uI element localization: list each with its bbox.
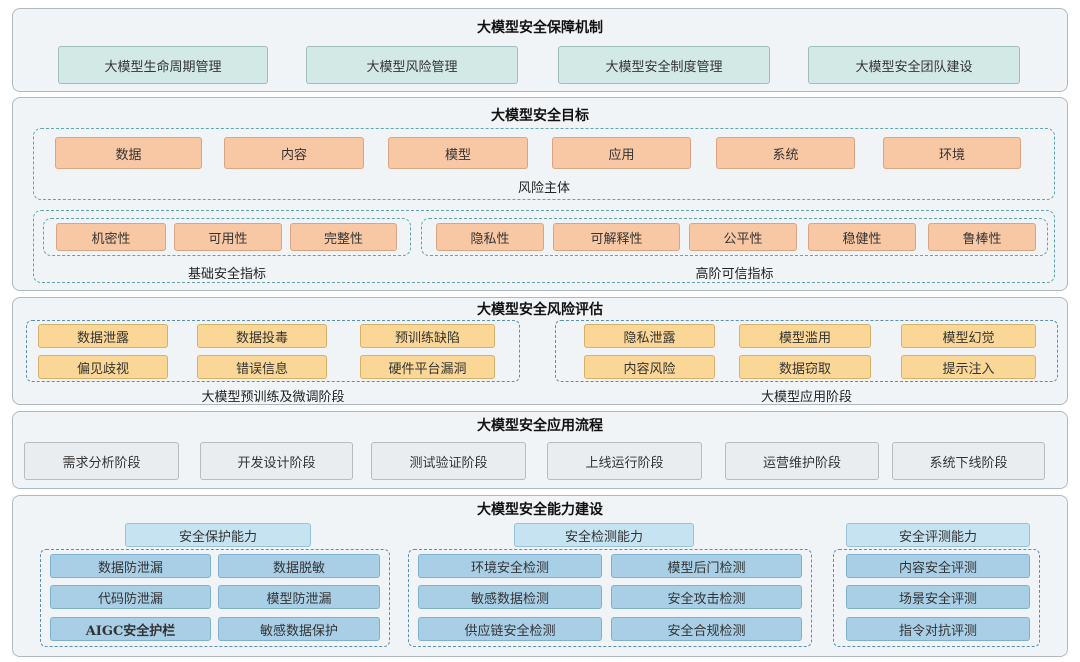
- risk-subject: 环境: [883, 137, 1021, 169]
- process-stage: 开发设计阶段: [200, 442, 353, 480]
- protect-item: 数据防泄漏: [50, 554, 211, 578]
- goals-title: 大模型安全目标: [491, 108, 589, 124]
- mechanism-title: 大模型安全保障机制: [477, 20, 603, 36]
- pretrain-risk: 偏见歧视: [38, 355, 168, 379]
- advanced-indicator: 隐私性: [436, 223, 544, 251]
- process-stage: 需求分析阶段: [24, 442, 179, 480]
- basic-indicator: 完整性: [290, 223, 397, 251]
- process-stage: 运营维护阶段: [725, 442, 879, 480]
- risk-subjects-caption: 风险主体: [517, 181, 570, 196]
- pretrain-caption: 大模型预训练及微调阶段: [201, 390, 345, 405]
- detect-item: 供应链安全检测: [418, 617, 602, 641]
- app-risk-caption: 大模型应用阶段: [760, 390, 852, 405]
- app-risk: 内容风险: [584, 355, 715, 379]
- evaluate-item: 场景安全评测: [846, 585, 1030, 609]
- protect-item: 数据脱敏: [218, 554, 380, 578]
- detect-capability-label: 安全检测能力: [514, 523, 694, 547]
- protect-item: AIGC安全护栏: [50, 617, 211, 641]
- protect-capability-label: 安全保护能力: [125, 523, 311, 547]
- pretrain-risk: 数据投毒: [197, 324, 327, 348]
- process-stage: 上线运行阶段: [547, 442, 702, 480]
- protect-item: 代码防泄漏: [50, 585, 211, 609]
- pretrain-risk: 硬件平台漏洞: [360, 355, 495, 379]
- goals-section: [12, 97, 1068, 291]
- app-risk: 模型幻觉: [901, 324, 1036, 348]
- app-risk-group: [555, 320, 1058, 382]
- mechanism-item: 大模型风险管理: [306, 46, 518, 84]
- app-risk: 模型滥用: [739, 324, 871, 348]
- advanced-indicator: 稳健性: [808, 223, 916, 251]
- detect-group: [408, 549, 812, 647]
- basic-indicators-caption: 基础安全指标: [187, 267, 266, 282]
- advanced-indicator: 鲁棒性: [928, 223, 1036, 251]
- evaluate-item: 内容安全评测: [846, 554, 1030, 578]
- process-stage: 测试验证阶段: [371, 442, 526, 480]
- process-title: 大模型安全应用流程: [477, 418, 603, 434]
- mechanism-item: 大模型安全团队建设: [808, 46, 1020, 84]
- advanced-indicator: 可解释性: [553, 223, 680, 251]
- risk-subject: 模型: [388, 137, 528, 169]
- advanced-indicator: 公平性: [689, 223, 797, 251]
- mechanism-item: 大模型安全制度管理: [558, 46, 770, 84]
- pretrain-risk: 数据泄露: [38, 324, 168, 348]
- basic-indicator: 可用性: [174, 223, 282, 251]
- advanced-indicators-caption: 高阶可信指标: [695, 267, 774, 282]
- protect-item: 敏感数据保护: [218, 617, 380, 641]
- app-risk: 提示注入: [901, 355, 1036, 379]
- protect-group: [40, 549, 390, 647]
- indicators-group: [33, 210, 1055, 283]
- detect-item: 安全攻击检测: [611, 585, 802, 609]
- advanced-indicators-group: [421, 218, 1048, 256]
- app-risk: 隐私泄露: [584, 324, 715, 348]
- detect-item: 模型后门检测: [611, 554, 802, 578]
- pretrain-risk: 错误信息: [197, 355, 327, 379]
- risk-title: 大模型安全风险评估: [477, 302, 603, 318]
- detect-item: 环境安全检测: [418, 554, 602, 578]
- evaluate-capability-label: 安全评测能力: [846, 523, 1030, 547]
- risk-subject: 应用: [552, 137, 691, 169]
- pretrain-risk: 预训练缺陷: [360, 324, 495, 348]
- app-risk: 数据窃取: [739, 355, 871, 379]
- pretrain-group: [26, 320, 520, 382]
- risk-subject: 数据: [55, 137, 202, 169]
- risk-subject: 系统: [716, 137, 855, 169]
- basic-indicator: 机密性: [56, 223, 166, 251]
- risk-subject: 内容: [224, 137, 364, 169]
- detect-item: 安全合规检测: [611, 617, 802, 641]
- protect-item: 模型防泄漏: [218, 585, 380, 609]
- evaluate-item: 指令对抗评测: [846, 617, 1030, 641]
- mechanism-item: 大模型生命周期管理: [58, 46, 268, 84]
- risk-section: [12, 297, 1068, 405]
- process-stage: 系统下线阶段: [892, 442, 1045, 480]
- basic-indicators-group: [43, 218, 411, 256]
- capability-title: 大模型安全能力建设: [477, 502, 603, 518]
- evaluate-group: [833, 549, 1040, 647]
- detect-item: 敏感数据检测: [418, 585, 602, 609]
- risk-subjects-group: [33, 128, 1055, 200]
